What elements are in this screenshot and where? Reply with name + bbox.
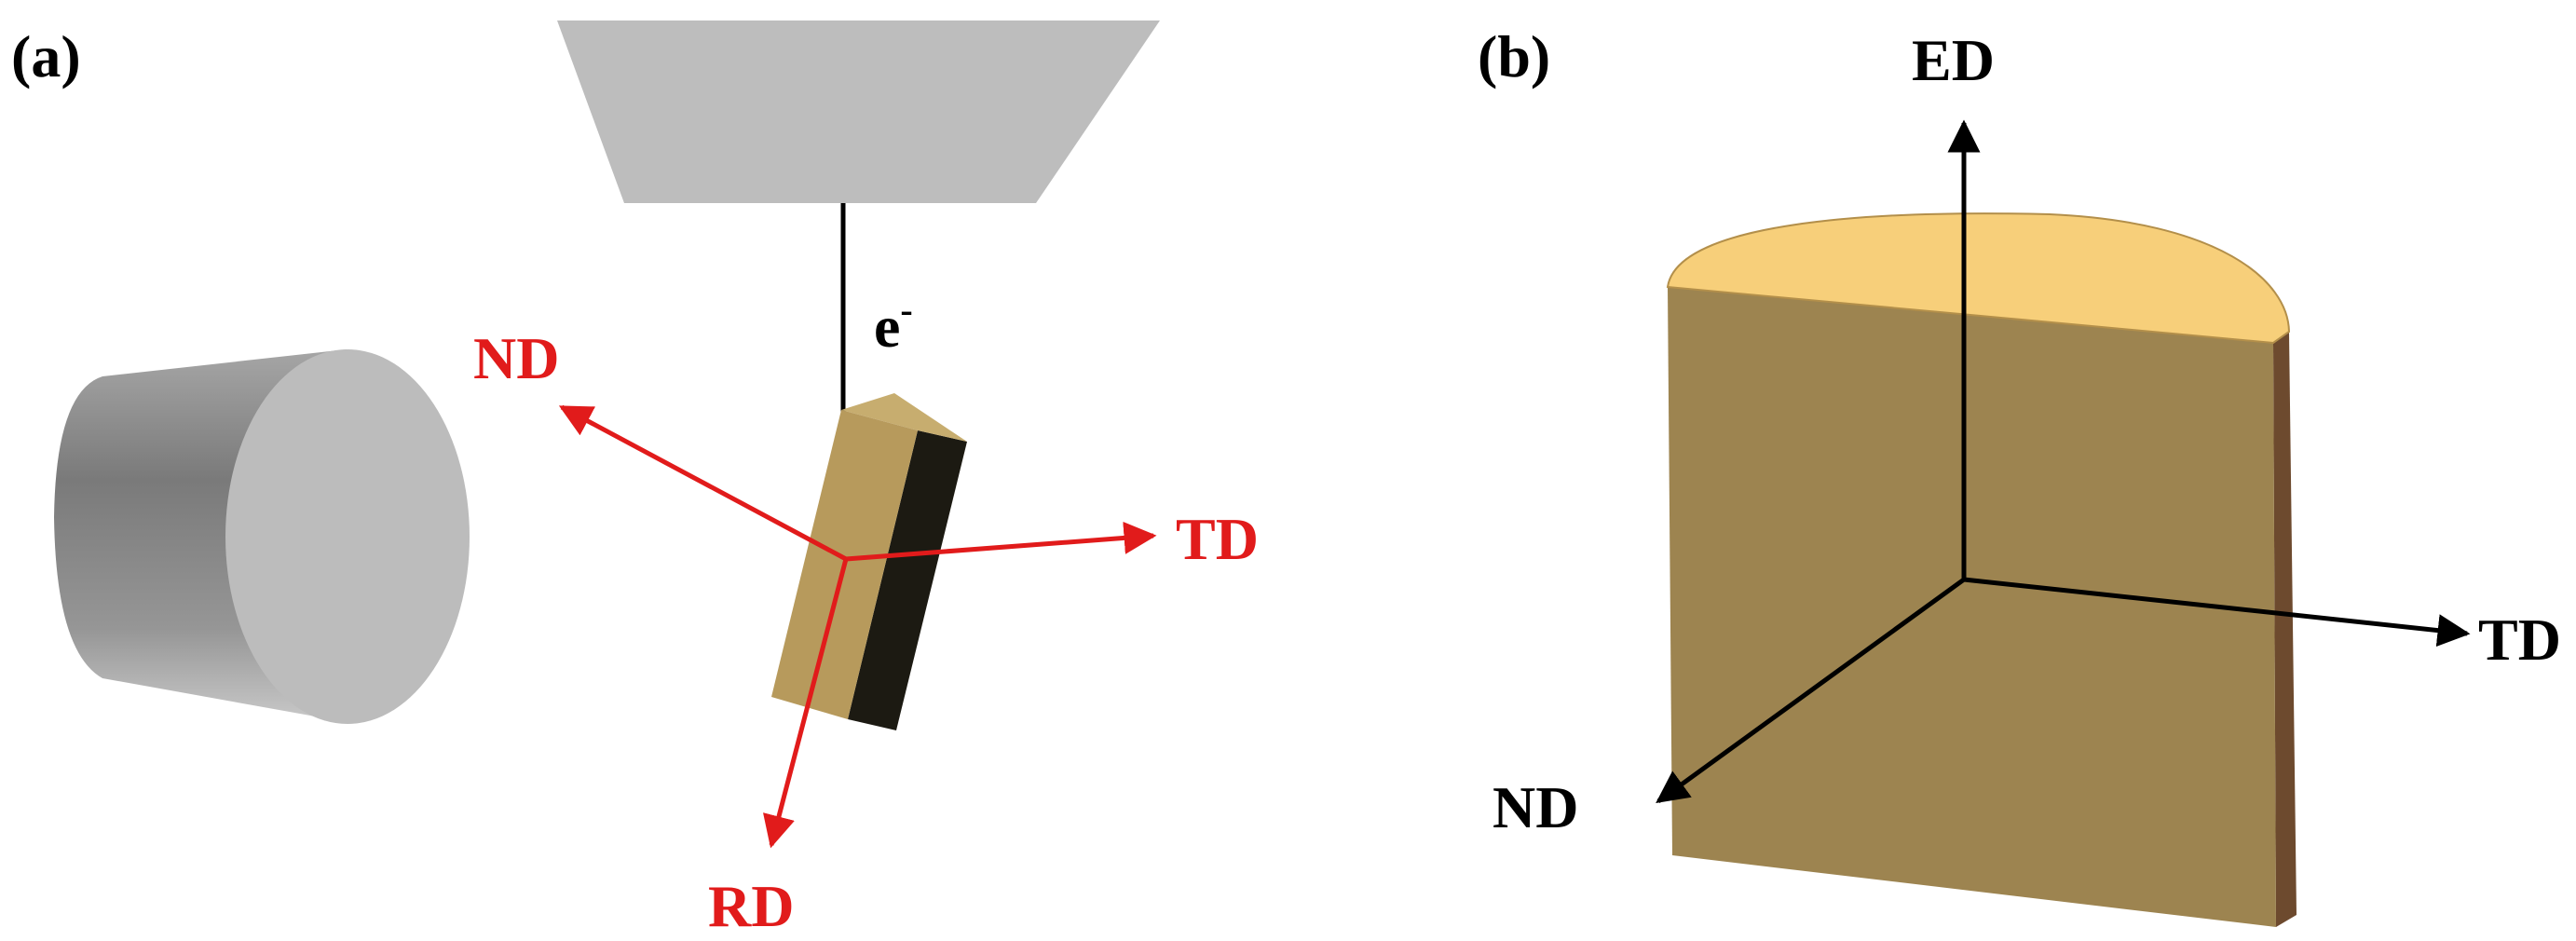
td-label-b: TD (2478, 607, 2561, 673)
td-axis-arrow-b (1963, 577, 2471, 648)
rd-axis-arrow (763, 558, 849, 849)
block-front-face (1668, 287, 2276, 927)
detector-cylinder (54, 349, 470, 724)
sample-axes-a: ND TD RD (473, 325, 1259, 939)
sample-block (1666, 212, 2297, 927)
td-axis-arrow (845, 521, 1157, 562)
sample-side-dark (848, 430, 967, 730)
ed-label-b: ED (1912, 27, 1995, 93)
electron-label: e- (874, 289, 913, 360)
nd-axis-arrow-b (1656, 577, 1966, 804)
nd-axis-arrow (558, 404, 848, 562)
panel-a-label: (a) (11, 23, 81, 89)
nd-label-b: ND (1492, 774, 1578, 840)
panel-a: (a) e- ND TD RD (11, 20, 1259, 939)
panel-b: (b) ED TD ND (1478, 23, 2561, 927)
block-side-edge (2273, 332, 2297, 927)
cylinder-face (225, 349, 470, 724)
sample-axes-b: ED TD ND (1492, 27, 2561, 840)
sample-top (841, 393, 967, 442)
td-label-a: TD (1176, 506, 1259, 572)
panel-b-label: (b) (1478, 23, 1550, 89)
nd-label-a: ND (473, 325, 559, 391)
tilted-sample (771, 393, 967, 730)
block-top-face (1666, 212, 2291, 345)
pole-piece (557, 20, 1160, 203)
rd-label-a: RD (708, 873, 794, 939)
